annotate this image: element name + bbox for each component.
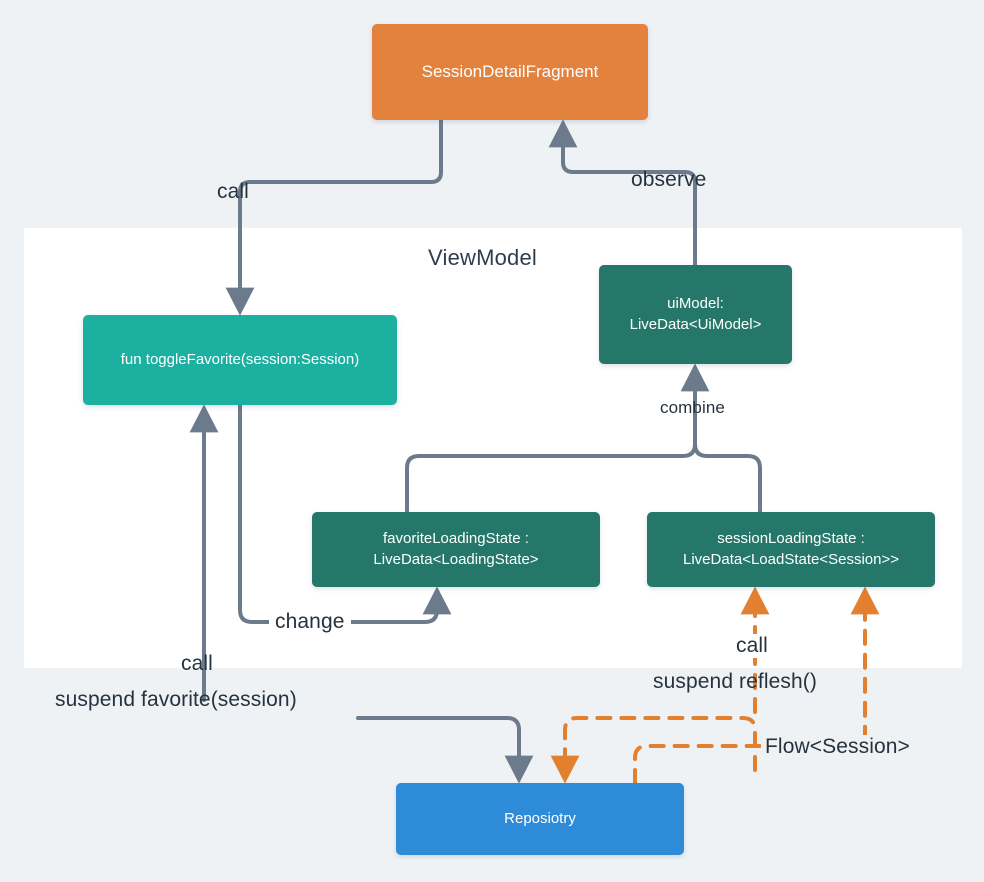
edge-label-suspend-favorite: suspend favorite(session) <box>55 688 297 711</box>
edge-label-combine: combine <box>660 398 725 417</box>
node-label: fun toggleFavorite(session:Session) <box>120 350 360 368</box>
viewmodel-panel-title: ViewModel <box>428 245 538 270</box>
wire-suspend-favorite-to-repository <box>356 716 534 784</box>
node-label: SessionDetailFragment <box>421 61 599 81</box>
node-session-loading-state[interactable]: sessionLoadingState : LiveData<LoadState… <box>647 512 935 587</box>
edge-label-call-repository-refresh: call <box>730 634 774 658</box>
node-label: uiModel: LiveData<UiModel> <box>629 295 762 333</box>
edge-label-call-fragment-to-viewmodel: call <box>217 180 249 203</box>
viewmodel-panel <box>24 228 962 668</box>
node-session-detail-fragment[interactable]: SessionDetailFragment <box>372 24 648 120</box>
node-ui-model[interactable]: uiModel: LiveData<UiModel> <box>599 265 792 364</box>
node-label: favoriteLoadingState : LiveData<LoadingS… <box>373 530 539 568</box>
node-label: Reposiotry <box>504 809 576 827</box>
node-favorite-loading-state[interactable]: favoriteLoadingState : LiveData<LoadingS… <box>312 512 600 587</box>
wire-dashed-call-refresh-to-repository <box>550 716 757 784</box>
edge-label-change: change <box>269 610 351 634</box>
node-label: sessionLoadingState : LiveData<LoadState… <box>683 530 899 568</box>
edge-label-flow-session: Flow<Session> <box>761 735 914 759</box>
node-repository[interactable]: Reposiotry <box>396 783 684 855</box>
node-toggle-favorite[interactable]: fun toggleFavorite(session:Session) <box>83 315 397 405</box>
edge-label-suspend-reflesh: suspend reflesh() <box>653 670 817 693</box>
edge-label-observe: observe <box>631 168 707 191</box>
edge-label-call-repository-favorite: call <box>181 652 213 675</box>
